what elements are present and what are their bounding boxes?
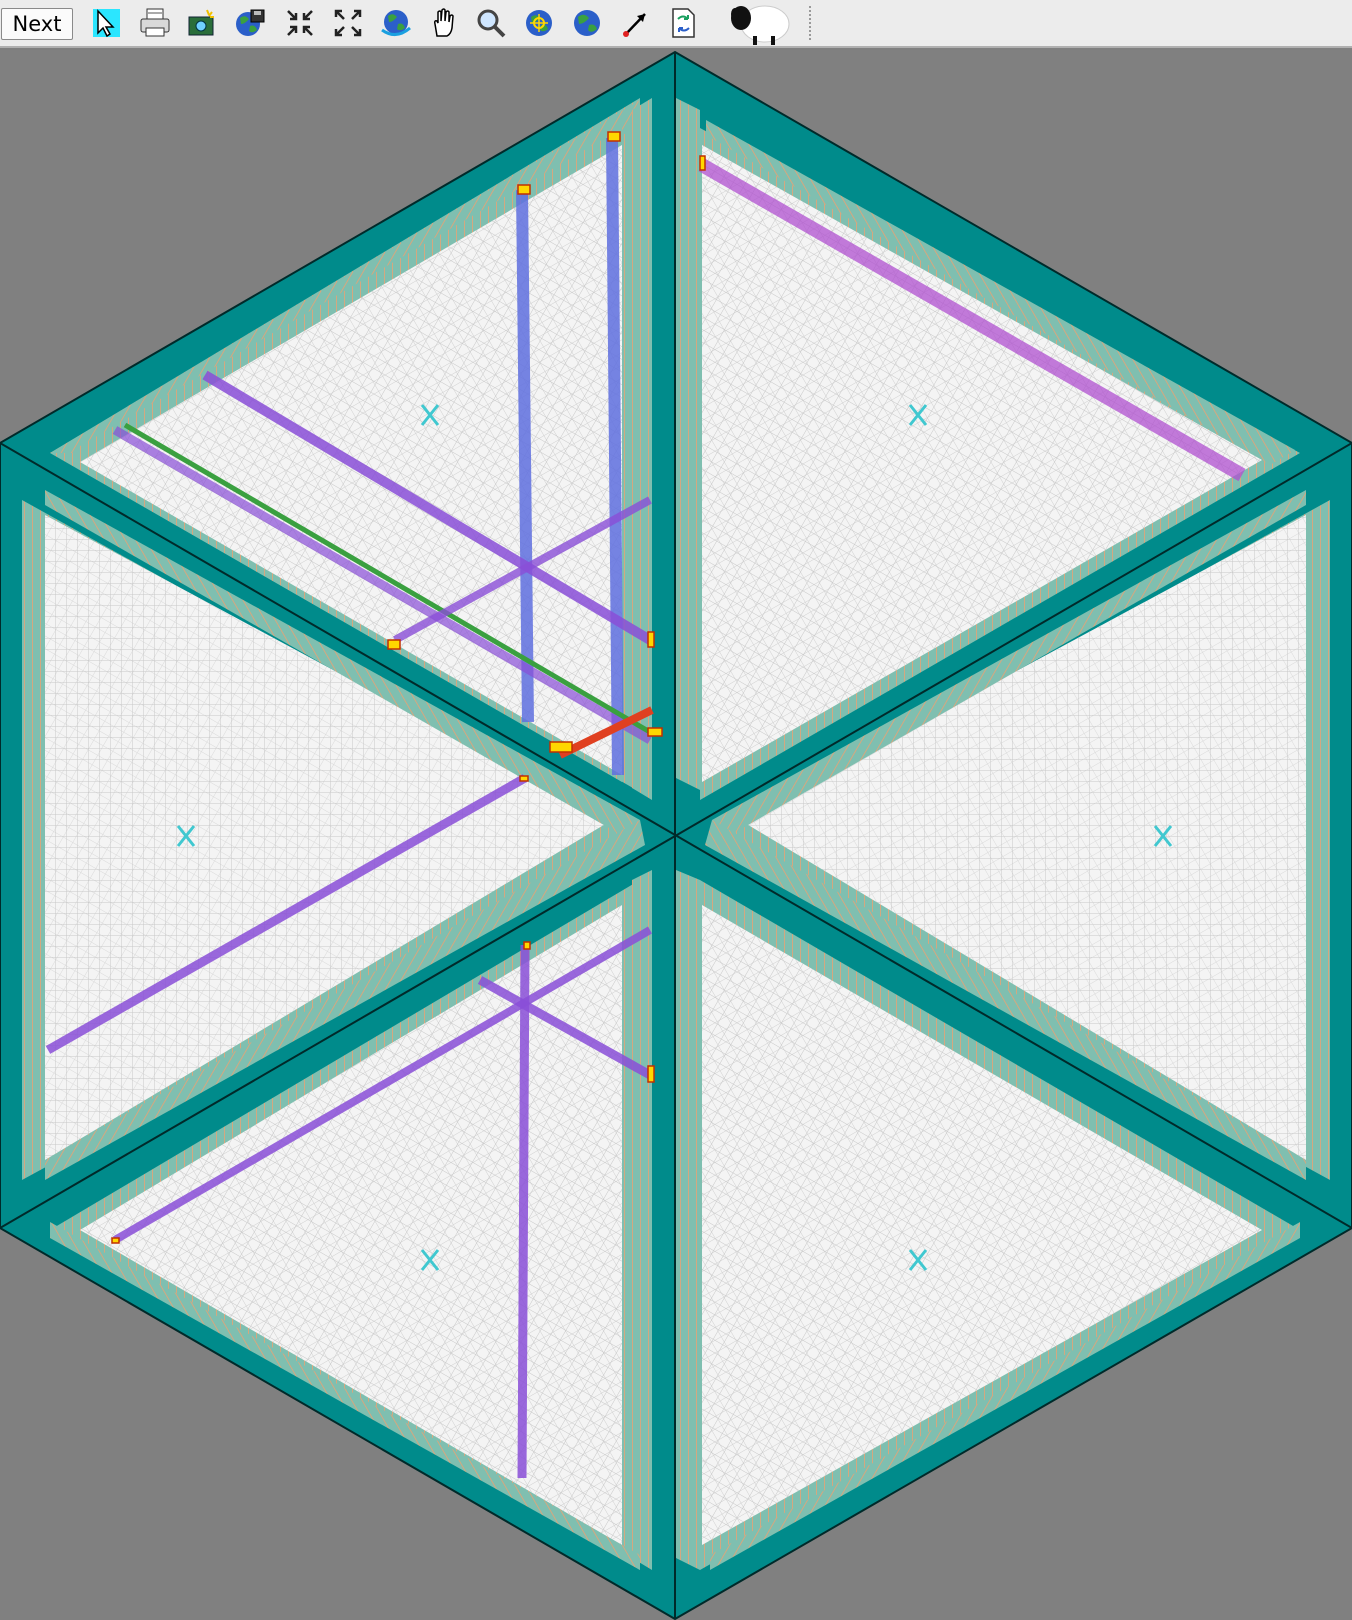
- sector-left: [22, 490, 645, 1180]
- center-markers: [176, 404, 1173, 1271]
- sector-upper-right: [676, 98, 1300, 800]
- snapshot-tool[interactable]: [185, 6, 219, 40]
- particle-tracks: [45, 137, 1246, 1479]
- document-refresh-icon: [672, 8, 695, 38]
- camera-icon: [188, 9, 214, 36]
- next-button[interactable]: Next: [1, 8, 73, 40]
- range-tool[interactable]: [619, 6, 653, 40]
- sheep-tool[interactable]: [727, 2, 793, 45]
- cursor-arrow-icon: [93, 9, 120, 38]
- diagonal-arrow-icon: [623, 13, 646, 37]
- track-magenta: [698, 158, 1246, 482]
- track-green: [123, 422, 657, 738]
- toolbar-separator: [809, 6, 811, 40]
- track-violet-5: [112, 926, 653, 1244]
- pointer-tool[interactable]: [89, 6, 123, 40]
- track-violet-3: [393, 496, 652, 644]
- track-red: [558, 706, 654, 759]
- magnifier-icon: [477, 9, 506, 38]
- track-violet-2: [112, 426, 653, 744]
- globe-rotate-icon: [381, 10, 411, 36]
- expand-arrows-icon: [334, 9, 362, 37]
- detector-scene[interactable]: [0, 50, 1352, 1620]
- track-blue-2: [606, 137, 624, 776]
- toolbar: Next: [0, 0, 1352, 48]
- rotate-world-tool[interactable]: [379, 6, 413, 40]
- globe-target-icon: [526, 10, 552, 36]
- track-violet-6: [517, 944, 530, 1479]
- track-violet-4: [45, 774, 528, 1054]
- world-tool[interactable]: [570, 6, 604, 40]
- globe-disk-icon: [236, 9, 265, 36]
- zoom-tool[interactable]: [474, 6, 508, 40]
- hit-markers: [111, 131, 706, 1244]
- frame-spokes: [0, 52, 1352, 1619]
- printer-icon: [140, 8, 170, 37]
- track-blue-1: [516, 189, 534, 723]
- center-world-tool[interactable]: [522, 6, 556, 40]
- expand-tool[interactable]: [331, 6, 365, 40]
- sector-lower-right: [676, 870, 1300, 1570]
- sector-right: [705, 490, 1330, 1180]
- globe-icon: [574, 10, 600, 36]
- track-violet-1: [202, 370, 653, 645]
- shrink-arrows-icon: [287, 10, 313, 36]
- print-tool[interactable]: [138, 6, 172, 40]
- save-image-tool[interactable]: [233, 6, 267, 40]
- refresh-tool[interactable]: [666, 6, 700, 40]
- track-violet-7: [477, 976, 653, 1079]
- sheep-icon: [731, 5, 790, 45]
- shrink-tool[interactable]: [283, 6, 317, 40]
- detector-view[interactable]: [0, 50, 1352, 1620]
- pan-tool[interactable]: [427, 6, 461, 40]
- sector-lower-left: [50, 870, 652, 1570]
- hand-icon: [434, 8, 454, 37]
